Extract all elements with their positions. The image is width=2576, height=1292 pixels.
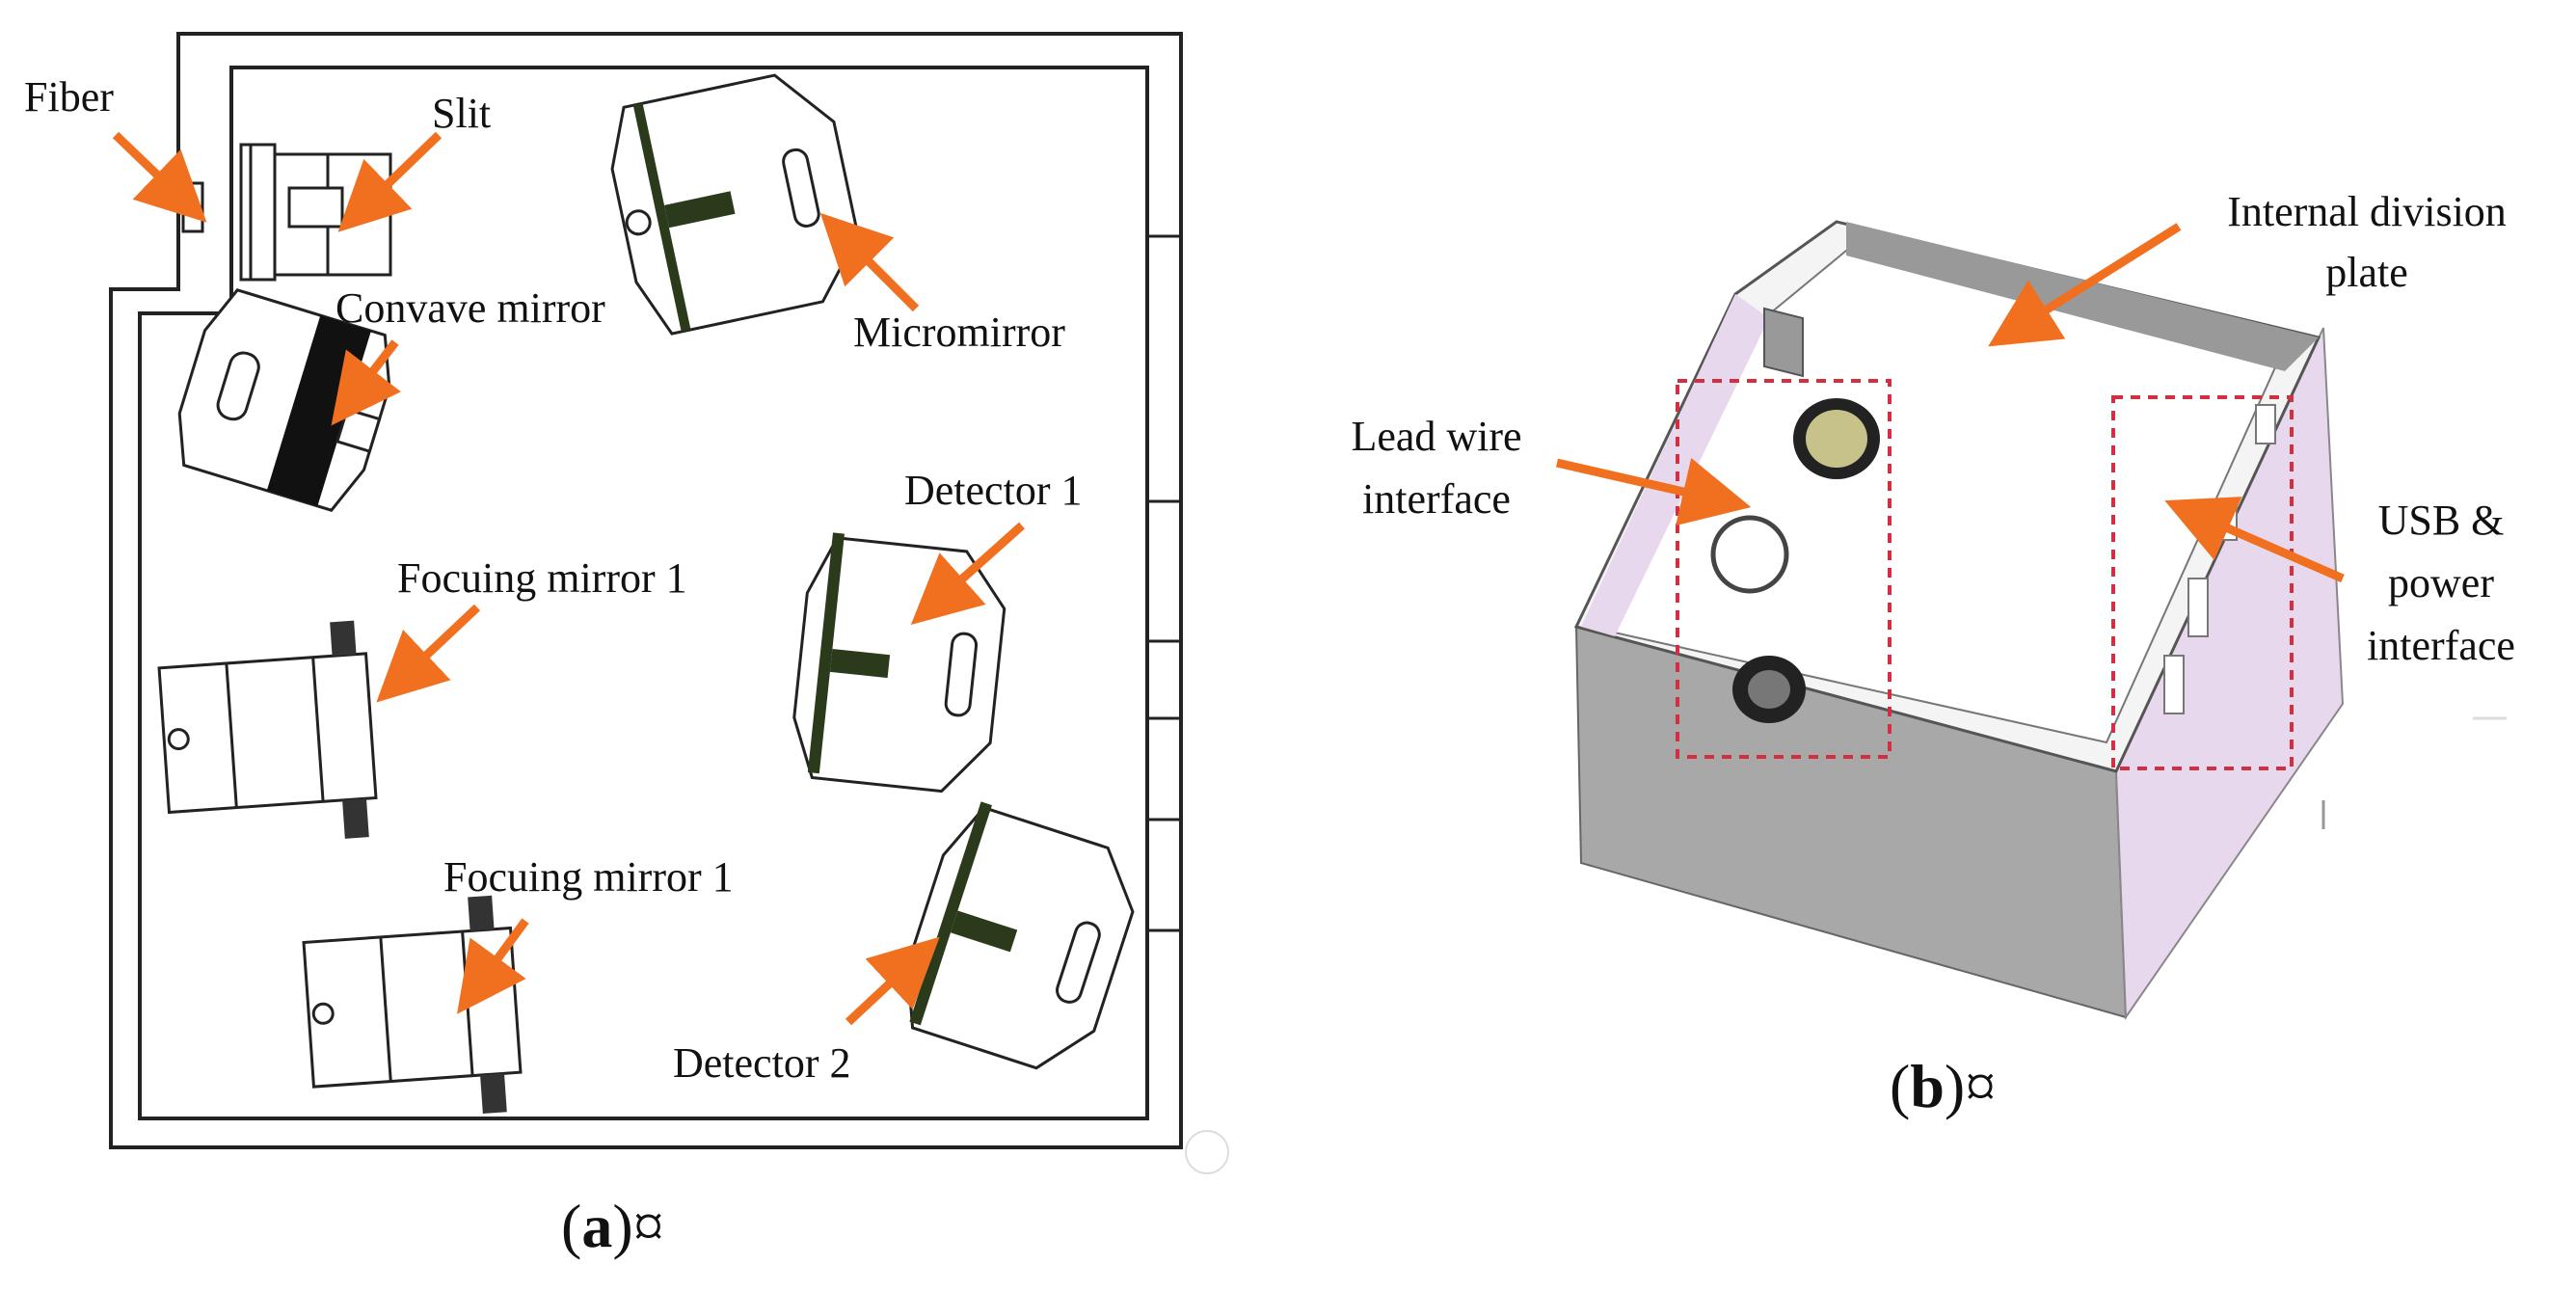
arrow-lead-wire [1555, 457, 1752, 526]
lead-wire-holes [1710, 398, 1880, 723]
label-internal-division-line2: plate [2325, 249, 2408, 296]
panel-b [1555, 220, 2507, 1021]
label-focuing-mirror-lower: Focuing mirror 1 [443, 853, 734, 901]
arrow-detector-1 [910, 522, 1026, 626]
micromirror-mount [610, 73, 860, 336]
label-usb-line1: USB & [2377, 497, 2505, 544]
label-detector-1: Detector 1 [904, 467, 1083, 514]
label-usb-line3: interface [2367, 622, 2515, 669]
focusing-mirror-lower [302, 895, 523, 1114]
small-circle-mark [1185, 1130, 1229, 1174]
label-focuing-mirror-upper: Focuing mirror 1 [397, 554, 687, 602]
caption-a-close: )¤ [612, 1192, 664, 1260]
arrow-detector-2 [845, 936, 940, 1026]
panel-b-arrows [1555, 223, 2345, 583]
usb-power-highlight-box [2111, 395, 2294, 770]
arrow-internal-division [1988, 223, 2182, 347]
caption-b-open: ( [1890, 1052, 1911, 1120]
label-usb-line2: power [2388, 559, 2494, 606]
arrow-micromirror [819, 212, 920, 312]
panel-a-arrows [112, 131, 1026, 1026]
caption-b-close: )¤ [1944, 1052, 1997, 1120]
label-fiber: Fiber [24, 73, 114, 121]
label-micromirror: Micromirror [853, 309, 1065, 356]
caption-b: (b)¤ [1890, 1051, 1996, 1122]
arrow-usb-power [2164, 497, 2345, 583]
housing-outer-wall [109, 32, 1183, 1149]
label-convave-mirror: Convave mirror [335, 284, 605, 332]
label-lead-wire-line1: Lead wire [1351, 413, 1522, 460]
housing-right-ribs [1145, 234, 1183, 932]
caption-a-open: ( [561, 1192, 582, 1260]
internal-division-plate [1763, 307, 1804, 378]
panel-a [109, 32, 1229, 1174]
box-inner-back-wall [1846, 222, 2319, 371]
arrow-slit [337, 131, 443, 232]
label-detector-2: Detector 2 [673, 1039, 851, 1087]
focusing-mirror-upper [157, 620, 378, 839]
detector-2-mount [905, 801, 1135, 1070]
caption-a: (a)¤ [561, 1191, 664, 1262]
lead-wire-highlight-box [1676, 379, 1892, 759]
arrow-focuing-mirror-lower [457, 918, 529, 1014]
arrow-convave-mirror [331, 339, 401, 426]
arrow-focuing-mirror-upper [376, 604, 481, 703]
label-lead-wire-line2: interface [1362, 475, 1511, 523]
label-slit: Slit [432, 90, 492, 137]
box-inner-left-wall [1581, 294, 1769, 636]
caption-b-letter: b [1910, 1052, 1945, 1120]
label-internal-division-line1: Internal division [2227, 188, 2507, 235]
caption-a-letter: a [581, 1192, 613, 1260]
fiber-port [181, 181, 204, 233]
arrow-fiber [112, 131, 207, 223]
slit-assembly [239, 143, 392, 282]
